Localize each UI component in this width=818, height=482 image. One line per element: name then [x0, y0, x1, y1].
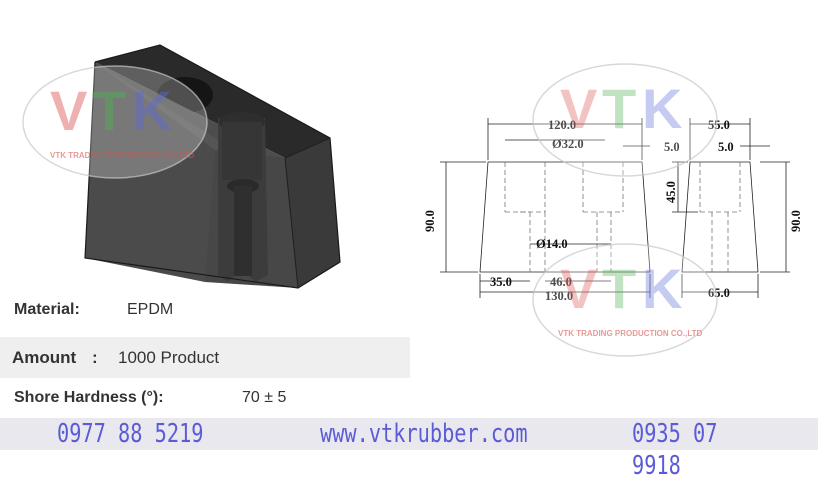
hardness-value: 70 ± 5	[242, 389, 287, 406]
technical-drawing: 120.0 Ø32.0 5.0 55.0 5.0 90.0 45.0 Ø14.0…	[410, 0, 818, 310]
dim-130: 130.0	[545, 289, 573, 303]
dimension-drawing: 120.0 Ø32.0 5.0 55.0 5.0 90.0 45.0 Ø14.0…	[423, 118, 803, 303]
dim-5b: 5.0	[718, 140, 734, 154]
phone-number-1[interactable]: 0977 88 5219	[57, 419, 204, 449]
dim-35: 35.0	[490, 275, 512, 289]
amount-row: Amount : 1000 Product	[0, 337, 410, 379]
dim-diameter-14: Ø14.0	[536, 237, 568, 251]
material-label: Material:	[14, 301, 80, 318]
contact-footer: 0977 88 5219 www.vtkrubber.com 0935 07 9…	[0, 418, 818, 481]
dim-90a: 90.0	[423, 210, 437, 232]
hardness-row: Shore Hardness (°): 70 ± 5	[0, 378, 410, 418]
dim-55: 55.0	[708, 118, 730, 132]
phone-number-2[interactable]: 0935 07 9918	[632, 419, 718, 481]
amount-value: 1000 Product	[118, 348, 220, 367]
amount-colon: :	[92, 348, 98, 367]
website-link[interactable]: www.vtkrubber.com	[320, 419, 528, 449]
dim-120: 120.0	[548, 118, 576, 132]
rubber-block-image	[84, 44, 341, 289]
dim-65: 65.0	[708, 286, 730, 300]
dim-45: 45.0	[664, 181, 678, 203]
dim-diameter-32: Ø32.0	[552, 137, 584, 151]
amount-label: Amount	[12, 348, 77, 367]
dim-5a: 5.0	[664, 140, 680, 154]
material-value: EPDM	[127, 301, 174, 318]
hardness-label: Shore Hardness (°):	[14, 389, 164, 406]
dim-90b: 90.0	[789, 210, 803, 232]
material-row: Material: EPDM	[0, 290, 410, 330]
product-3d-render	[0, 0, 410, 290]
dim-46: 46.0	[550, 275, 572, 289]
svg-text:VTK TRADING PRODUCTION CO.,LTD: VTK TRADING PRODUCTION CO.,LTD	[558, 329, 703, 338]
